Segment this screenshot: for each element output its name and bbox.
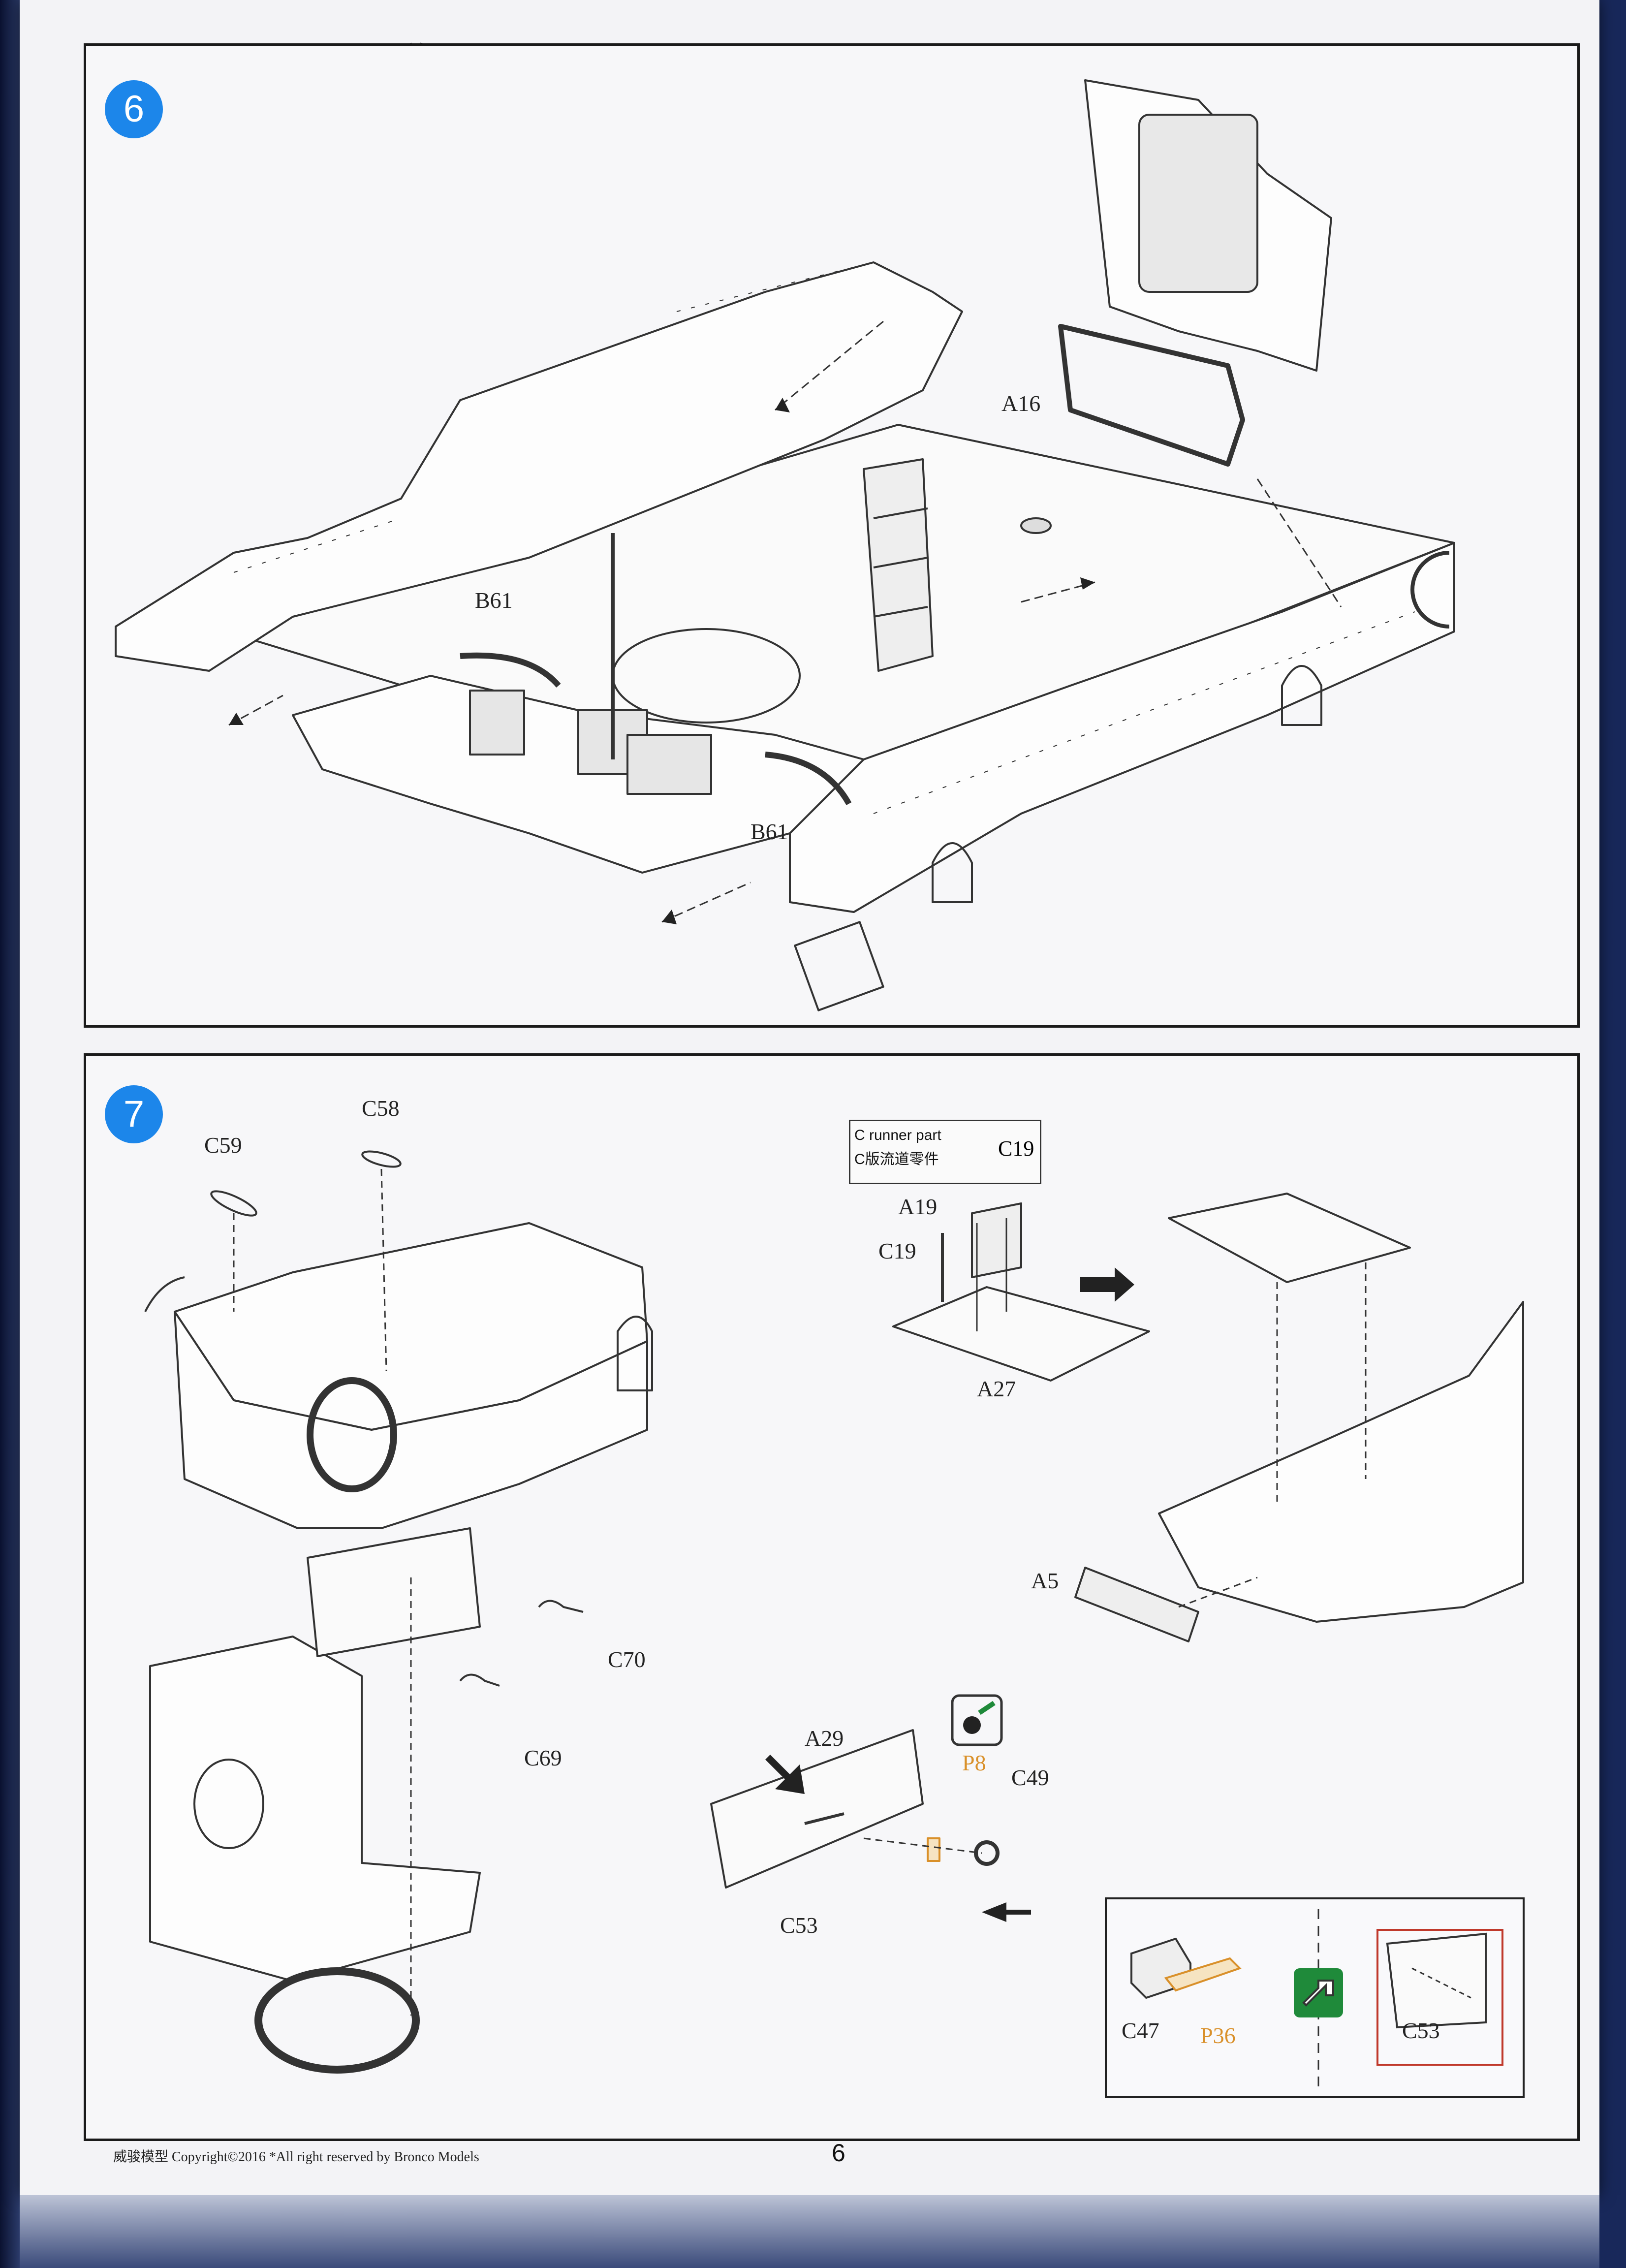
label-a27: A27: [977, 1376, 1016, 1401]
front-hull-assembly: [1158, 1301, 1524, 1623]
arrow-left: [982, 1902, 1031, 1922]
left-hull-wall: [115, 261, 963, 672]
step-7-drawing: [144, 1147, 1524, 2074]
p36-etch: [1164, 1957, 1242, 1992]
ammo-rack: [863, 458, 934, 672]
copyright-footer: 威骏模型 Copyright©2016 *All right reserved …: [113, 2149, 479, 2165]
runner-note-line2: C版流道零件: [854, 1151, 939, 1167]
side-plate: [307, 1527, 481, 1657]
step-6-drawing: [115, 79, 1455, 1011]
side-hull-lower: [149, 1636, 481, 1982]
step-7-panel: 7: [84, 1053, 1580, 2141]
rear-hull-side: [174, 1311, 648, 1529]
label-c58: C58: [362, 1096, 400, 1121]
runner-note-part: C19: [998, 1136, 1034, 1161]
inset-label-c47: C47: [1122, 2018, 1159, 2043]
front-wheel-lower: [254, 1967, 420, 2074]
a5-bar: [1074, 1567, 1199, 1642]
label-a5: A5: [1031, 1568, 1059, 1593]
inset-drawing: [1130, 1909, 1487, 2086]
label-b61-top: B61: [475, 588, 513, 613]
label-b61-bottom: B61: [750, 819, 788, 844]
runner-note-box: C runner part C版流道零件 C19: [849, 1120, 1041, 1184]
page-number: 6: [832, 2139, 845, 2167]
step-6-panel: 6: [84, 43, 1580, 1028]
inset-label-c53: C53: [1402, 2018, 1440, 2043]
b61-bottom-rail: [765, 752, 852, 805]
glue-icon: [951, 1694, 1003, 1746]
label-a16: A16: [1001, 391, 1041, 416]
runner-note-line1: C runner part: [854, 1127, 941, 1143]
label-c53: C53: [780, 1913, 818, 1938]
label-c70: C70: [608, 1647, 646, 1672]
right-hull-wall: [789, 542, 1455, 913]
instruction-page: ILLUSTRATION 图示说明： 6: [20, 0, 1599, 2195]
label-c49: C49: [1011, 1765, 1049, 1790]
step-6-badge: 6: [105, 80, 163, 138]
step-7-badge: 7: [105, 1085, 163, 1143]
engine-block: [1138, 114, 1258, 293]
binding-spine: [0, 0, 20, 2268]
label-c19: C19: [878, 1238, 916, 1263]
label-a29: A29: [805, 1726, 844, 1751]
a16-frame: [1058, 324, 1245, 467]
a29-plate: [710, 1729, 924, 1889]
a27-plate: [892, 1286, 1150, 1382]
p8-etch: [927, 1837, 940, 1862]
label-p8: P8: [962, 1750, 986, 1775]
rear-wheel: [307, 1377, 397, 1492]
b61-top-rail: [460, 652, 561, 688]
page-bottom-edge: [20, 2195, 1599, 2268]
highlight-box: [1376, 1929, 1503, 2066]
arrow-upleft: [765, 1755, 805, 1794]
arrow-right-1: [1080, 1267, 1134, 1302]
detail-inset: C47 P36 C53: [1105, 1897, 1525, 2098]
label-a19: A19: [898, 1194, 938, 1219]
label-c59: C59: [204, 1133, 242, 1158]
top-plate: [1168, 1193, 1411, 1283]
inset-label-p36: P36: [1200, 2023, 1236, 2048]
label-c69: C69: [524, 1745, 562, 1770]
